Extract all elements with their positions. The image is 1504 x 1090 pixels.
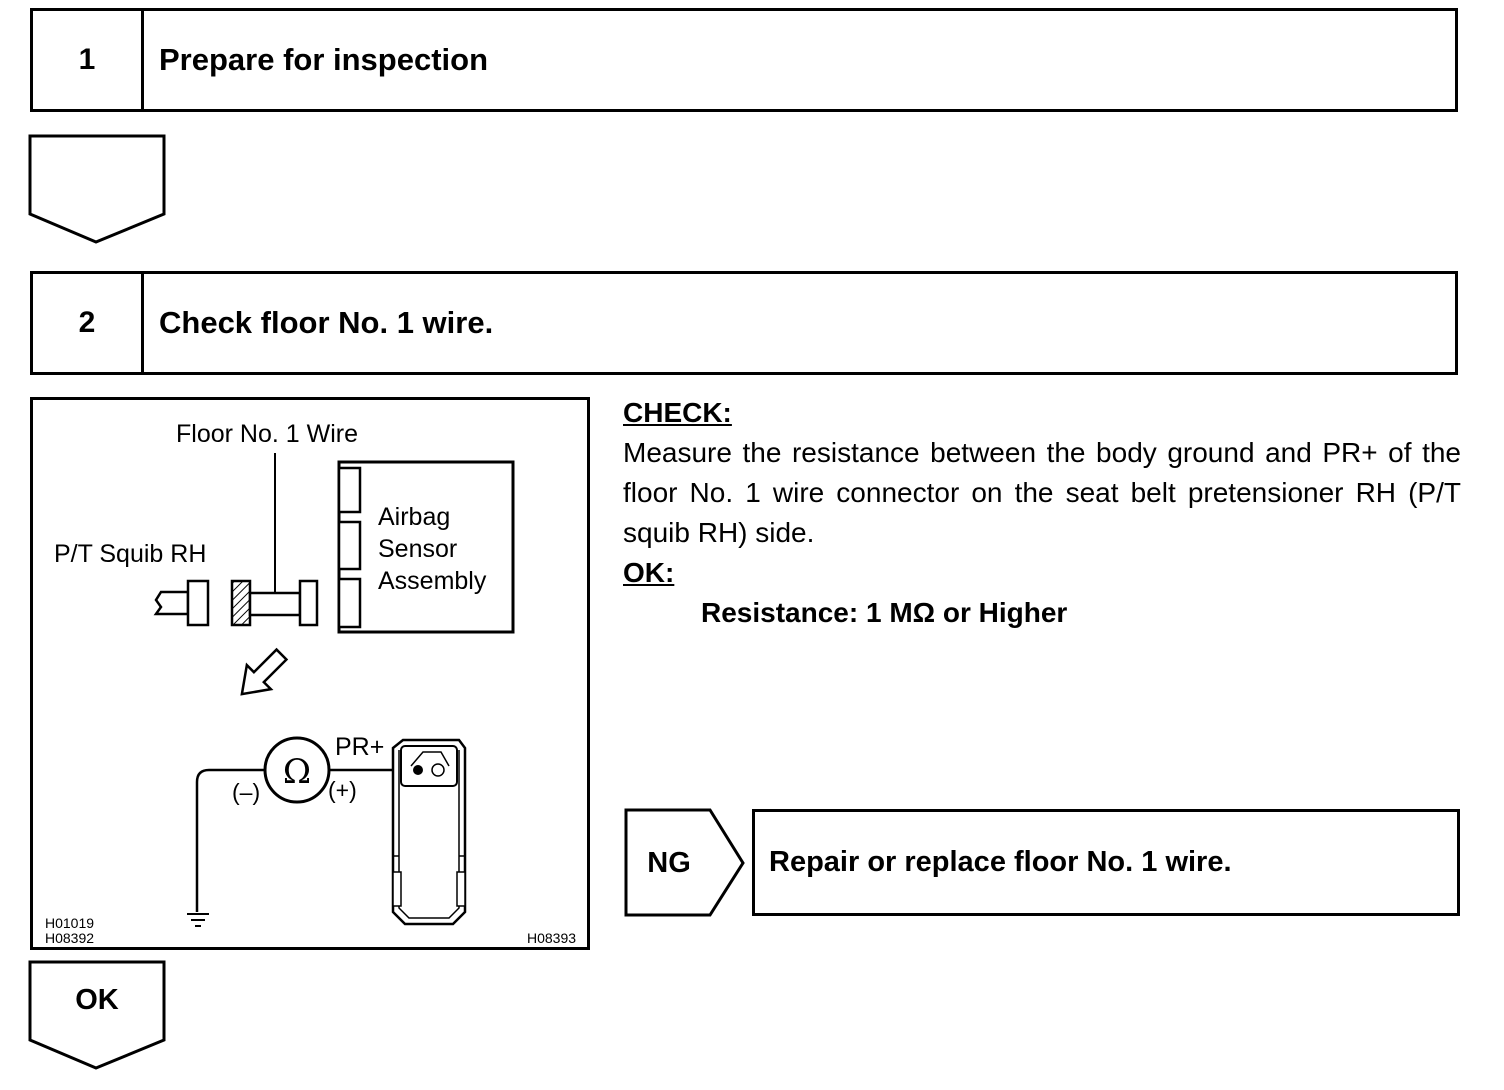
step-1-header: 1 Prepare for inspection	[30, 8, 1458, 112]
step-2-number: 2	[33, 274, 144, 372]
ohm-symbol: Ω	[283, 752, 311, 792]
ok-heading: OK:	[623, 557, 675, 588]
ok-label: OK	[75, 983, 119, 1016]
wire-label: Floor No. 1 Wire	[176, 420, 358, 448]
check-heading: CHECK:	[623, 397, 732, 428]
plus-label: (+)	[328, 777, 357, 803]
sensor-label-line3: Assembly	[378, 567, 487, 595]
wiring-diagram: Floor No. 1 Wire P/T Squib RH Airbag Sen…	[30, 397, 590, 950]
step-2-title: Check floor No. 1 wire.	[159, 305, 494, 340]
figure-code-2: H08392	[45, 930, 94, 946]
airbag-sensor-assembly	[337, 460, 515, 634]
terminal-label: PR+	[335, 733, 384, 761]
next-step-arrow	[28, 134, 166, 244]
step-1-number: 1	[33, 11, 144, 109]
figure-code-1: H01019	[45, 915, 94, 931]
minus-label: (–)	[232, 779, 260, 805]
sensor-label-line1: Airbag	[378, 503, 450, 531]
step-2-header: 2 Check floor No. 1 wire.	[30, 271, 1458, 375]
diagram-drawing: Floor No. 1 Wire P/T Squib RH Airbag Sen…	[45, 420, 576, 946]
check-instructions: Measure the resistance between the body …	[623, 437, 1461, 548]
ng-action-text: Repair or replace floor No. 1 wire.	[769, 846, 1232, 878]
ground-wire	[195, 768, 265, 912]
ok-arrow	[28, 960, 166, 1070]
pretensioner-connector	[391, 738, 467, 926]
wire-connector	[230, 579, 252, 627]
resistance-spec: Resistance: 1 MΩ or Higher	[701, 597, 1068, 628]
ng-arrow	[624, 808, 745, 917]
check-section: CHECK: Measure the resistance between th…	[623, 393, 1461, 633]
ng-action-box: Repair or replace floor No. 1 wire.	[752, 809, 1460, 916]
sensor-label-line2: Sensor	[378, 535, 457, 563]
squib-label: P/T Squib RH	[54, 540, 206, 568]
step-1-title: Prepare for inspection	[159, 42, 489, 77]
squib-connector	[153, 590, 190, 616]
figure-code-3: H08393	[527, 930, 576, 946]
disconnect-arrow-icon	[240, 647, 289, 696]
ng-label: NG	[647, 846, 691, 879]
